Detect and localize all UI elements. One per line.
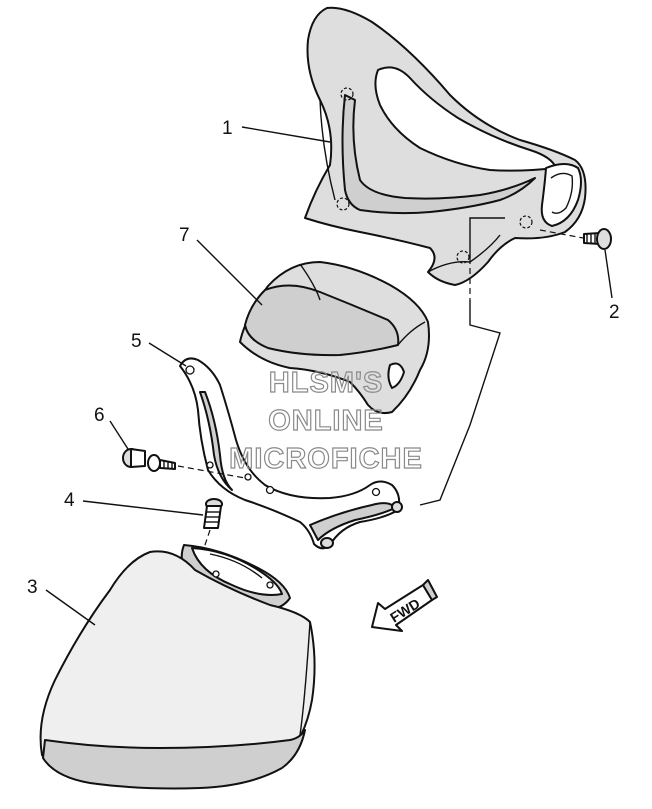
watermark: HLSM'S ONLINE MICROFICHE xyxy=(229,366,423,475)
watermark-line-1: HLSM'S xyxy=(269,367,383,399)
callout-5: 5 xyxy=(131,331,142,352)
callout-3: 3 xyxy=(27,577,38,598)
part-5-bracket xyxy=(179,357,403,550)
part-4-screw xyxy=(199,498,223,561)
part-7-inner-cover xyxy=(239,261,430,415)
part-2-screw xyxy=(539,228,612,250)
fwd-direction-arrow: FWD xyxy=(371,579,438,632)
watermark-line-3: MICROFICHE xyxy=(229,443,423,475)
watermark-line-2: ONLINE xyxy=(268,405,384,437)
callout-leaders xyxy=(45,126,613,626)
callout-1: 1 xyxy=(222,118,233,139)
callout-4: 4 xyxy=(64,490,75,511)
part-6-bolt xyxy=(122,448,246,479)
part-1-handle-cover xyxy=(304,6,587,286)
callout-7: 7 xyxy=(179,225,190,246)
callout-2: 2 xyxy=(609,302,620,323)
assembly-lines xyxy=(419,217,505,506)
callout-6: 6 xyxy=(94,405,105,426)
part-3-lower-cover xyxy=(39,544,316,790)
callout-labels: 1 2 3 4 5 6 7 xyxy=(27,118,620,598)
